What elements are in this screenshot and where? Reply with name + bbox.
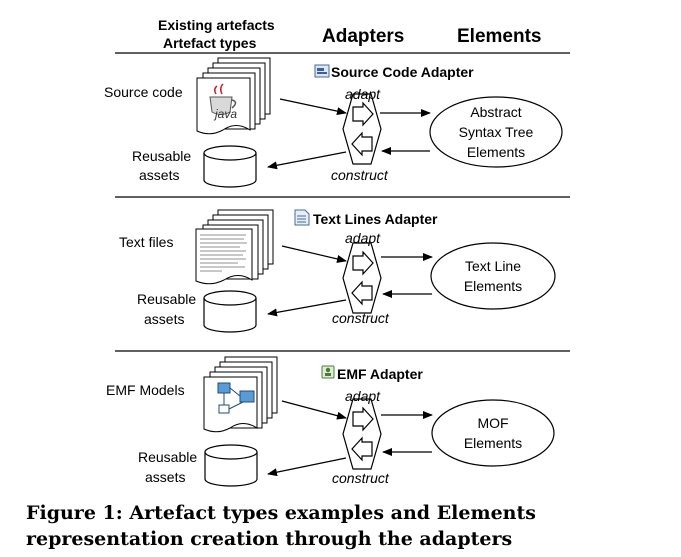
- text-lines-construct-label: construct: [332, 310, 390, 326]
- text-files-assets-line2: assets: [144, 311, 184, 327]
- source-code-assets-cylinder-icon: [203, 145, 257, 188]
- header-elements: Elements: [457, 26, 541, 47]
- emf-assets-line2: assets: [145, 469, 185, 485]
- text-lines-out-arrow: [267, 299, 347, 317]
- java-text: java: [213, 107, 237, 121]
- source-code-adapter-title: Source Code Adapter: [331, 64, 474, 80]
- emf-construct-label: construct: [332, 470, 390, 486]
- source-code-adapter-icon: [314, 64, 330, 78]
- mof-elements-ellipse: [431, 399, 555, 467]
- emf-model-icon: [203, 356, 278, 433]
- ast-elements-line1: Abstract: [470, 104, 521, 120]
- emf-assets-cylinder-icon: [204, 444, 258, 487]
- source-code-assets-line1: Reusable: [132, 148, 191, 164]
- text-lines-adapter-shape: [342, 242, 382, 314]
- emf-assets-line1: Reusable: [138, 449, 197, 465]
- emf-adapt-label: adapt: [345, 388, 381, 404]
- figure-caption: Figure 1: Artefact types examples and El…: [26, 502, 536, 550]
- header-existing-artefacts: Existing artefacts: [158, 17, 275, 33]
- emf-adapter-icon: [321, 365, 335, 379]
- source-code-adapt-label: adapt: [345, 86, 381, 102]
- header-adapters: Adapters: [322, 26, 404, 47]
- java-file-icon: java: [196, 57, 271, 135]
- source-code-in-arrow: [279, 98, 347, 116]
- mof-elements-line2: Elements: [464, 435, 522, 451]
- text-lines-in-arrow: [281, 245, 347, 263]
- source-code-adapter-shape: [342, 93, 382, 165]
- adapters-diagram: Existing artefacts Artefact types Adapte…: [104, 17, 570, 487]
- section-source-code: Source Code Adapter Source code java Reu…: [104, 57, 563, 188]
- section-emf: EMF Adapter EMF Models Reusable assets: [106, 356, 555, 487]
- mof-elements-line1: MOF: [477, 415, 508, 431]
- source-code-construct-label: construct: [331, 167, 389, 183]
- ast-elements-line2: Syntax Tree: [459, 124, 534, 140]
- ast-elements-line3: Elements: [467, 144, 525, 160]
- emf-out-arrow: [267, 457, 347, 477]
- text-files-assets-line1: Reusable: [137, 291, 196, 307]
- text-files-label: Text files: [119, 234, 173, 250]
- emf-adapter-title: EMF Adapter: [337, 366, 423, 382]
- emf-adapter-shape: [342, 398, 382, 470]
- source-code-out-arrow: [267, 151, 347, 170]
- text-lines-adapter-icon: [294, 209, 310, 226]
- source-code-label: Source code: [104, 84, 183, 100]
- text-files-assets-cylinder-icon: [203, 290, 257, 333]
- text-line-elements-line1: Text Line: [465, 258, 521, 274]
- emf-in-arrow: [281, 400, 347, 420]
- section-text-lines: Text Lines Adapter Text files Reusable: [119, 209, 556, 333]
- text-lines-adapt-label: adapt: [345, 230, 381, 246]
- ast-elements-ellipse: [429, 96, 563, 168]
- text-line-elements-ellipse: [430, 242, 556, 310]
- emf-models-label: EMF Models: [106, 382, 185, 398]
- text-line-elements-line2: Elements: [464, 278, 522, 294]
- text-lines-adapter-title: Text Lines Adapter: [313, 211, 438, 227]
- source-code-assets-line2: assets: [139, 167, 179, 183]
- header-artefact-types: Artefact types: [163, 35, 257, 51]
- text-file-icon: [195, 209, 274, 285]
